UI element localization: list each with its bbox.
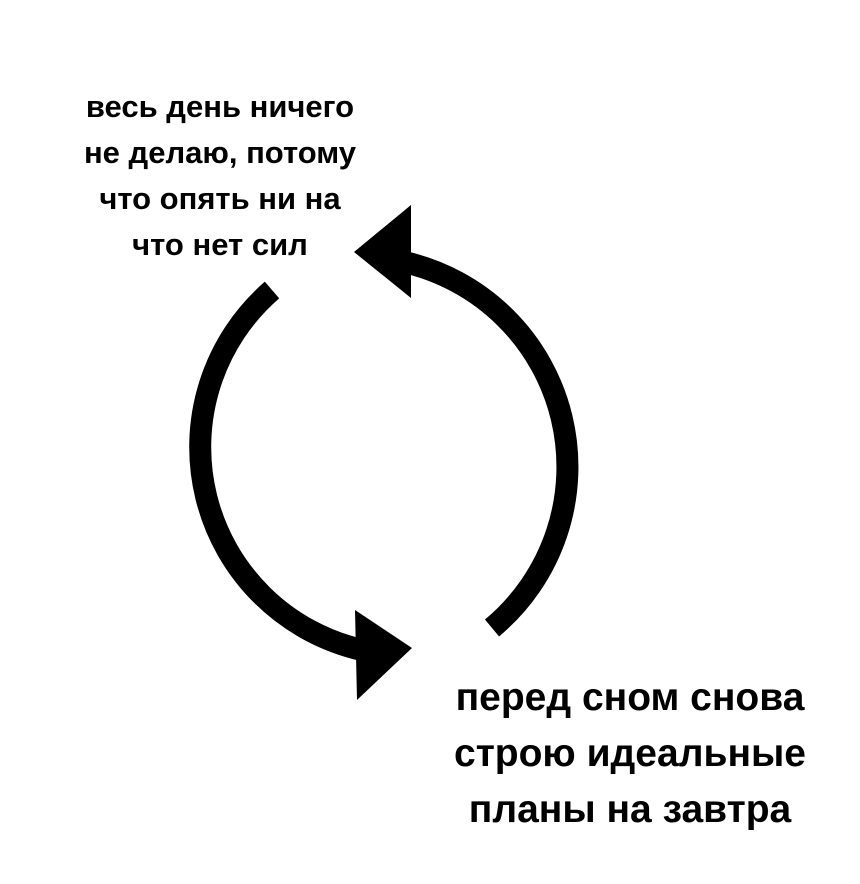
- right-arc: [401, 251, 579, 637]
- bottom-caption: перед сном снова строю идеальные планы н…: [454, 676, 806, 831]
- top-caption: весь день ничего не делаю, потому что оп…: [83, 89, 357, 262]
- bottom-arrowhead: [355, 610, 412, 700]
- top-arrowhead: [354, 205, 411, 298]
- left-arc: [189, 281, 365, 661]
